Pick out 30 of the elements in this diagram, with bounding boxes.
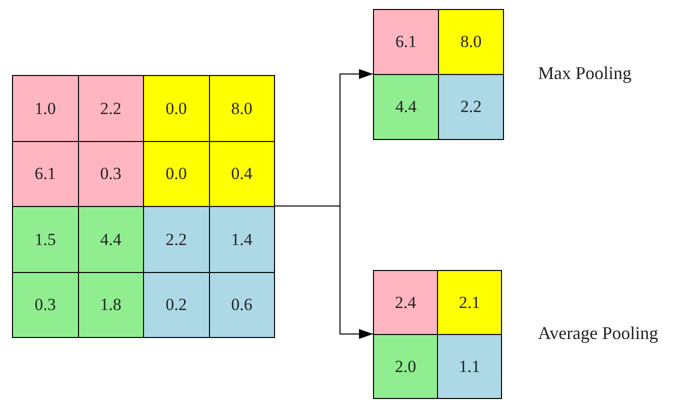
grid-cell: 8.0 [208,75,275,142]
grid [373,9,504,140]
grid-cell: 2.4 [373,270,438,335]
grid-cell: 1.1 [437,334,502,399]
grid-cell: 1.0 [12,75,78,142]
grid-cell: 2.0 [373,334,438,399]
grid-cell: 0.0 [143,75,210,142]
grid-cell: 2.1 [437,270,502,335]
grid-cell: 0.0 [143,140,210,207]
grid-cell: 0.6 [208,272,275,338]
grid-cell: 0.2 [143,272,210,338]
pooling-label: Max Pooling [538,62,632,85]
grid-cell: 8.0 [438,9,504,75]
grid-cell: 4.4 [373,74,439,140]
arrow [274,206,374,339]
grid-cell: 1.4 [208,206,275,272]
grid-cell: 6.1 [12,140,78,207]
grid-cell: 1.5 [12,206,78,272]
grid [12,75,275,338]
grid-cell: 1.8 [78,272,144,338]
grid-cell: 0.3 [12,272,78,338]
grid-cell: 2.2 [143,206,210,272]
grid-cell: 2.2 [78,75,144,142]
grid-cell: 0.4 [208,140,275,207]
grid [373,270,502,399]
grid-cell: 2.2 [438,74,504,140]
grid-cell: 6.1 [373,9,439,75]
grid-cell: 0.3 [78,140,144,207]
grid-cell: 4.4 [78,206,144,272]
pooling-label: Average Pooling [538,322,658,345]
